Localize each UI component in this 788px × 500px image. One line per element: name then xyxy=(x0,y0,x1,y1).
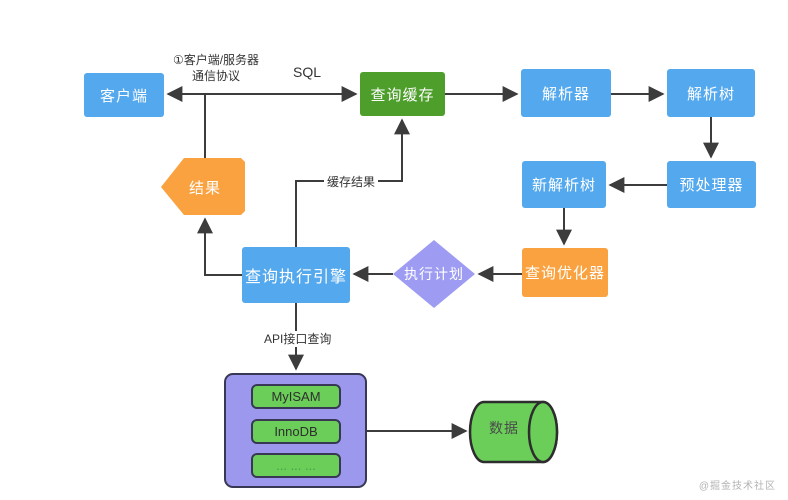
label-sql: SQL xyxy=(293,64,322,80)
engine-innodb: InnoDB xyxy=(251,419,341,444)
node-query-optimizer: 查询优化器 xyxy=(522,248,608,297)
watermark: @掘金技术社区 xyxy=(698,481,776,492)
node-client: 客户端 xyxy=(84,73,164,117)
edge-engine-result xyxy=(197,217,242,276)
engine-others: ... ... ... xyxy=(251,453,341,478)
node-preprocessor: 预处理器 xyxy=(667,161,756,208)
label-protocol-line1: ①客户端/服务器 xyxy=(172,53,260,67)
result-pentagon-shape xyxy=(161,158,245,215)
label-protocol: ①客户端/服务器 通信协议 xyxy=(166,52,266,84)
label-cached-result: 缓存结果 xyxy=(324,174,379,191)
node-query-execution-engine: 查询执行引擎 xyxy=(242,247,350,303)
node-parser: 解析器 xyxy=(521,69,611,117)
node-new-parse-tree: 新解析树 xyxy=(522,161,606,208)
label-api-query: API接口查询 xyxy=(261,331,335,348)
label-protocol-line2: 通信协议 xyxy=(191,69,240,84)
node-parse-tree: 解析树 xyxy=(667,69,755,117)
node-data: 数据 xyxy=(489,420,519,436)
storage-engines-container: MyISAM InnoDB ... ... ... xyxy=(224,373,367,488)
engine-myisam: MyISAM xyxy=(251,384,341,409)
node-query-cache: 查询缓存 xyxy=(360,72,445,116)
execution-plan-diamond-shape xyxy=(393,240,475,308)
data-cylinder-shape xyxy=(468,400,559,464)
